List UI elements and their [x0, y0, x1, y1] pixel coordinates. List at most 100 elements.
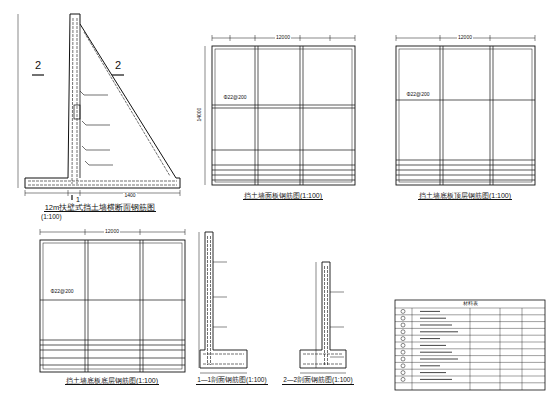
rebar-callout: Φ22@200 — [50, 289, 75, 294]
dimension-line — [199, 232, 200, 368]
rebar — [40, 340, 185, 341]
dimension-tick — [490, 35, 491, 41]
section-mark — [32, 74, 44, 75]
bar-shape — [420, 372, 446, 373]
material-table — [395, 300, 545, 390]
rebar — [143, 240, 144, 372]
drawing-title: 挡土墙底板顶层钢筋图(1:100) — [418, 192, 512, 200]
rebar — [493, 46, 494, 185]
dimension-tick — [80, 190, 81, 196]
rebar — [327, 266, 328, 365]
rebar — [212, 165, 355, 166]
dimension-tick — [212, 35, 213, 41]
bar-number-symbol — [401, 371, 405, 375]
dimension-tick — [180, 190, 181, 196]
dimension-line — [25, 193, 180, 194]
dimension-tick — [68, 190, 69, 196]
rebar — [212, 175, 355, 176]
bar-number-symbol — [401, 343, 405, 347]
rebar — [84, 32, 170, 176]
dimension-tick — [535, 35, 536, 41]
rebar — [303, 46, 304, 185]
bar-number-symbol — [401, 377, 405, 381]
bar-shape — [420, 365, 440, 366]
leader-line — [213, 262, 227, 263]
rebar — [255, 46, 256, 185]
dimension-tick — [40, 229, 41, 235]
base-bottom-rebar — [40, 229, 185, 372]
dimension-tick — [230, 35, 231, 41]
rebar — [212, 150, 355, 151]
leader-line — [86, 125, 110, 126]
bar-shape — [420, 318, 446, 319]
bar-shape — [420, 325, 452, 326]
rebar — [212, 105, 355, 106]
bar-shape — [420, 352, 452, 353]
rebar — [396, 160, 535, 161]
leader-line — [85, 161, 89, 165]
rebar — [40, 365, 185, 366]
rebar — [140, 240, 141, 372]
dimension-tick — [300, 35, 301, 41]
rebar — [303, 354, 343, 355]
rebar — [396, 165, 535, 166]
leader-line — [213, 327, 227, 328]
rebar-cage — [215, 49, 352, 182]
leader-line — [82, 121, 86, 125]
leader-line — [330, 292, 344, 293]
rebar — [303, 364, 343, 365]
rebar — [88, 240, 89, 372]
leader-line — [84, 95, 108, 96]
rebar — [490, 46, 491, 185]
drawing-line — [80, 24, 81, 178]
leader-line — [213, 297, 227, 298]
section-mark-number: 2 — [34, 60, 42, 72]
dimension-tick — [185, 229, 186, 235]
rebar — [28, 181, 177, 182]
section-mark-number: 2 — [114, 60, 122, 72]
dimension-tick — [255, 35, 256, 41]
bar-number-symbol — [401, 309, 405, 313]
rebar — [396, 100, 535, 101]
bar-number-symbol — [401, 364, 405, 368]
rebar — [40, 358, 185, 359]
rebar — [203, 364, 244, 365]
rebar — [396, 170, 535, 171]
dimension-line — [200, 373, 247, 374]
rebar-cage — [399, 49, 532, 182]
rebar — [72, 18, 73, 184]
wall-cross-section — [18, 14, 180, 200]
table-rule — [500, 308, 501, 390]
table-rule — [412, 308, 413, 390]
bar-shape — [420, 331, 458, 332]
dimension: 12000 — [275, 35, 291, 40]
drawing-title: 12m扶壁式挡土墙横断面钢筋图 — [44, 204, 157, 213]
dimension-line — [205, 46, 206, 185]
dimension: 14000 — [197, 107, 202, 123]
dimension: 12000 — [457, 35, 473, 40]
bar-shape — [420, 311, 440, 312]
dimension-tick — [355, 35, 356, 41]
leader-line — [80, 91, 84, 95]
rebar — [324, 266, 325, 365]
bar-number-symbol — [401, 316, 405, 320]
dimension: 1400 — [123, 193, 136, 198]
bar-shape — [420, 379, 452, 380]
rebar — [212, 180, 355, 181]
face-panel-rebar — [205, 35, 355, 185]
bar-shape — [420, 338, 440, 339]
bar-number-symbol — [401, 323, 405, 327]
rebar — [40, 350, 185, 351]
rebar — [212, 170, 355, 171]
table-title: 材料表 — [462, 301, 479, 306]
base-top-rebar — [396, 35, 535, 185]
rebar — [40, 300, 185, 301]
table-rule — [522, 308, 523, 390]
dimension: 12000 — [104, 229, 120, 234]
rebar — [212, 108, 355, 109]
drawing-title: 挡土墙面板钢筋图(1:100) — [243, 192, 323, 200]
rebar — [77, 18, 78, 184]
drawing-title: 2—2剖面钢筋图(1:100) — [282, 377, 353, 385]
drawing-title: 1—1剖面钢筋图(1:100) — [196, 377, 267, 385]
